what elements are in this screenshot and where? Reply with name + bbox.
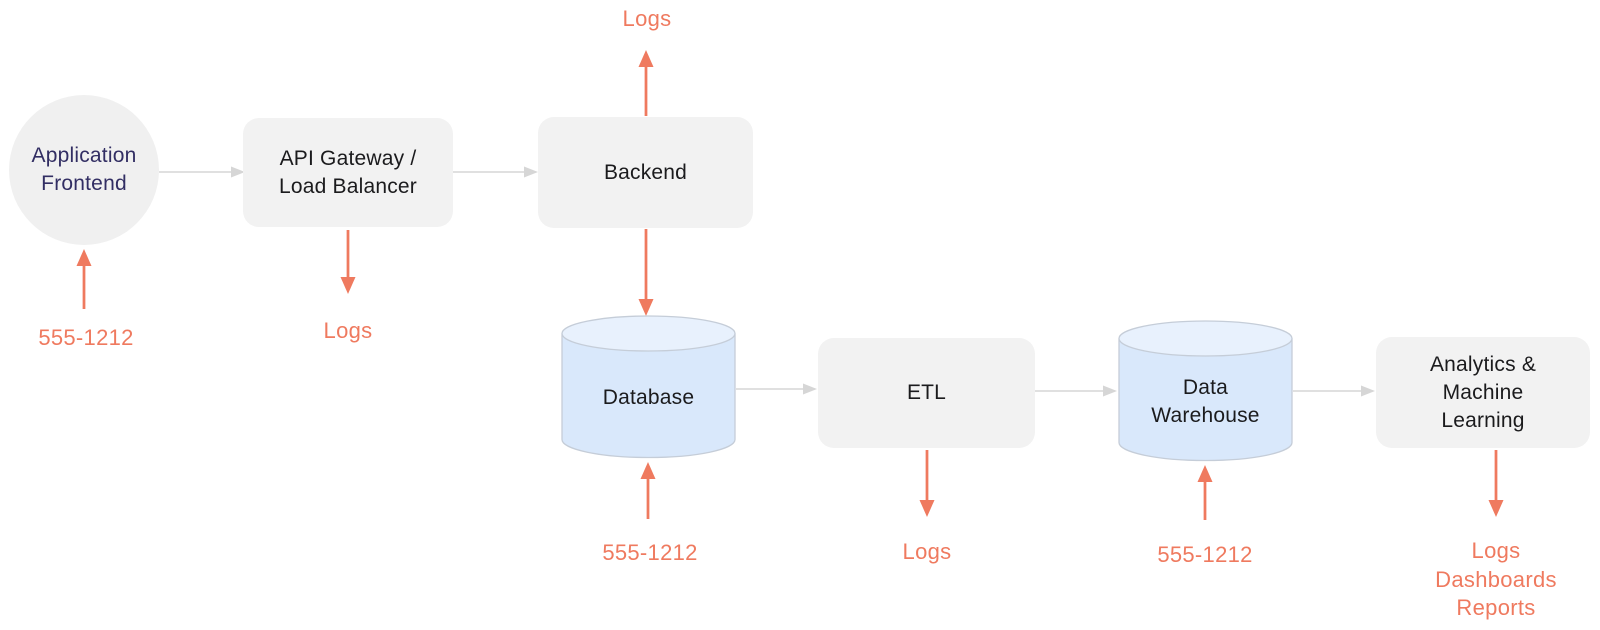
node-label: Load Balancer xyxy=(278,174,418,198)
arrow-backend-to-database xyxy=(638,229,654,316)
label-line: Reports xyxy=(1456,595,1536,620)
node-label: Learning xyxy=(1441,408,1525,432)
arrow-api-to-logs xyxy=(340,230,356,294)
arrow-etl-to-logs xyxy=(919,450,935,517)
node-label: Machine xyxy=(1442,380,1524,404)
node-backend: Backend xyxy=(538,117,753,228)
label-warehouse-input: 555-1212 xyxy=(1157,542,1253,567)
label-etl-logs: Logs xyxy=(902,539,952,564)
node-label: API Gateway / xyxy=(279,146,417,170)
arrow-input-to-warehouse xyxy=(1197,465,1213,520)
edge-frontend-to-api xyxy=(159,166,245,178)
node-label: Frontend xyxy=(41,172,127,195)
label-backend-logs: Logs xyxy=(622,6,672,31)
label-api-logs: Logs xyxy=(323,318,373,343)
label-line: Dashboards xyxy=(1435,566,1557,592)
node-label: Backend xyxy=(603,160,688,184)
node-label: Database xyxy=(602,386,695,409)
node-data-warehouse: Data Warehouse xyxy=(1118,320,1293,462)
node-api-gateway: API Gateway / Load Balancer xyxy=(243,118,453,227)
database-cylinder-icon xyxy=(561,315,736,459)
cylinder-body xyxy=(1118,338,1293,462)
node-label: Application xyxy=(31,144,137,167)
cylinder-top xyxy=(1118,320,1293,357)
label-database-input: 555-1212 xyxy=(602,540,698,565)
edge-database-to-etl xyxy=(736,383,817,395)
arrow-backend-to-logs xyxy=(638,50,654,116)
arrow-analytics-to-outputs xyxy=(1488,450,1504,517)
label-analytics-outputs: Logs Dashboards Reports xyxy=(1435,537,1557,623)
node-analytics-ml: Analytics & Machine Learning xyxy=(1376,337,1590,448)
node-application-frontend: Application Frontend xyxy=(9,95,159,245)
warehouse-cylinder-icon xyxy=(1118,320,1293,462)
arrow-input-to-database xyxy=(640,462,656,519)
node-label: Data xyxy=(1182,376,1229,399)
arrow-input-to-frontend xyxy=(76,249,92,309)
cylinder-body xyxy=(561,333,736,459)
edge-api-to-backend xyxy=(453,166,538,178)
node-database: Database xyxy=(561,315,736,459)
cylinder-top xyxy=(561,315,736,352)
label-line: Logs xyxy=(1471,538,1521,563)
node-label: ETL xyxy=(906,381,947,404)
node-label: Analytics & xyxy=(1429,352,1537,376)
edge-warehouse-to-analytics xyxy=(1293,385,1375,397)
label-frontend-input: 555-1212 xyxy=(38,325,134,350)
node-label: Warehouse xyxy=(1151,404,1260,427)
node-etl: ETL xyxy=(818,338,1035,448)
edge-etl-to-warehouse xyxy=(1035,385,1117,397)
